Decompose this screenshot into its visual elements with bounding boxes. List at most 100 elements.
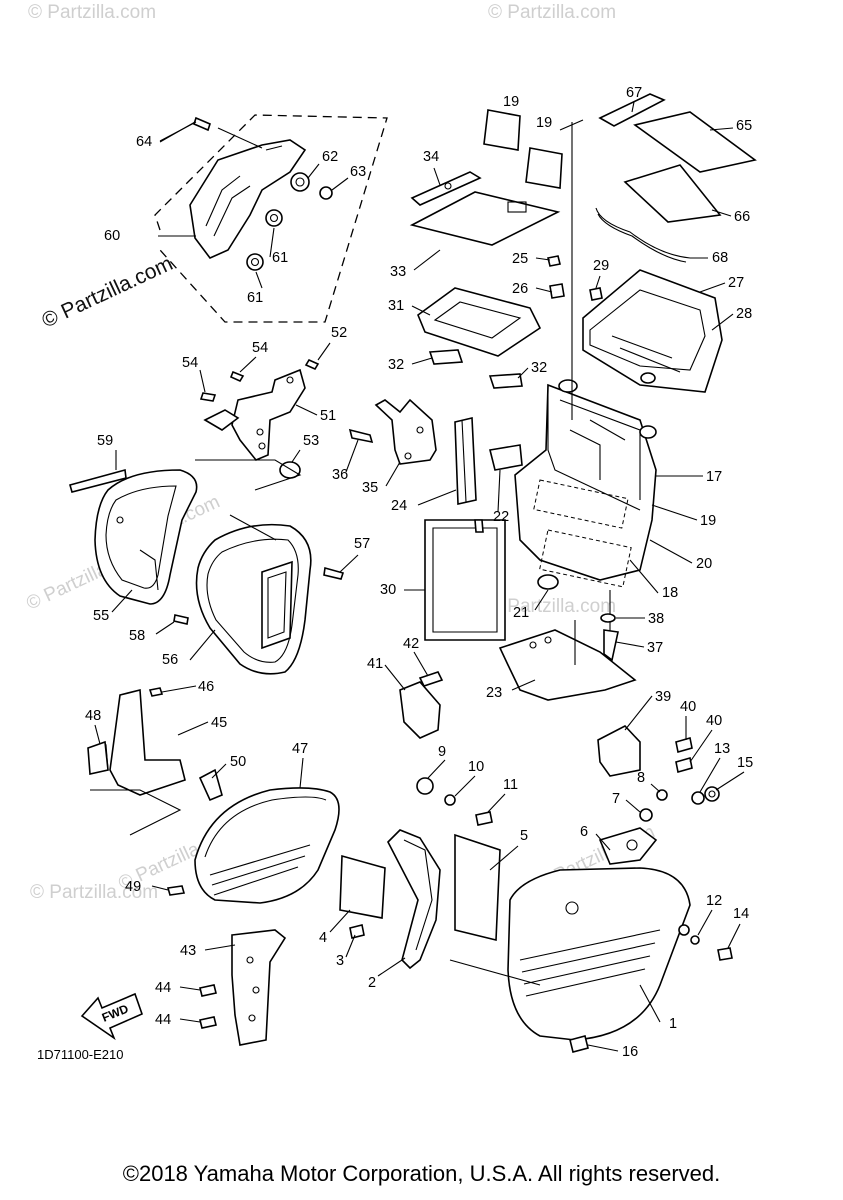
callout-31: 31 — [388, 298, 404, 314]
callout-56: 56 — [162, 652, 178, 668]
callout-48: 48 — [85, 708, 101, 724]
callout-7: 7 — [612, 791, 620, 807]
callout-59: 59 — [97, 433, 113, 449]
callout-20: 20 — [696, 556, 712, 572]
callout-26: 26 — [512, 281, 528, 297]
callout-35: 35 — [362, 480, 378, 496]
callout-61b: 61 — [247, 290, 263, 306]
callout-5: 5 — [520, 828, 528, 844]
callout-52: 52 — [331, 325, 347, 341]
callout-44b: 44 — [155, 1012, 171, 1028]
watermark: © Partzilla.com — [28, 2, 156, 23]
callout-27: 27 — [728, 275, 744, 291]
callout-68: 68 — [712, 250, 728, 266]
callout-3: 3 — [336, 953, 344, 969]
diagram-code: 1D71100-E210 — [37, 1047, 124, 1062]
bracket-41 — [399, 671, 444, 739]
callout-64: 64 — [136, 134, 152, 150]
callout-9: 9 — [438, 744, 446, 760]
watermark: © Partzilla.com — [30, 882, 158, 903]
mounting-plate-43 — [199, 929, 287, 1046]
callout-61a: 61 — [272, 250, 288, 266]
callout-49: 49 — [125, 879, 141, 895]
callout-66: 66 — [734, 209, 750, 225]
callout-50: 50 — [230, 754, 246, 770]
callout-13: 13 — [714, 741, 730, 757]
callout-22: 22 — [493, 509, 509, 525]
callout-38: 38 — [648, 611, 664, 627]
callout-53: 53 — [303, 433, 319, 449]
callout-46: 46 — [198, 679, 214, 695]
tool-tray-group — [547, 93, 757, 393]
side-cover-55 — [69, 468, 198, 605]
rear-cover-group — [154, 114, 388, 323]
callout-30: 30 — [380, 582, 396, 598]
side-cover-47 — [166, 787, 340, 904]
callout-19c: 19 — [700, 513, 716, 529]
callout-36: 36 — [332, 467, 348, 483]
callout-54a: 54 — [182, 355, 198, 371]
bracket-group-45 — [87, 687, 223, 836]
leader-lines — [94, 101, 745, 1052]
callout-21: 21 — [513, 605, 529, 621]
callout-28: 28 — [736, 306, 752, 322]
callout-63: 63 — [350, 164, 366, 180]
callout-32b: 32 — [531, 360, 547, 376]
callout-6: 6 — [580, 824, 588, 840]
callout-58: 58 — [129, 628, 145, 644]
callout-45: 45 — [211, 715, 227, 731]
callout-17: 17 — [706, 469, 722, 485]
copyright-notice: ©2018 Yamaha Motor Corporation, U.S.A. A… — [122, 1161, 721, 1186]
side-cover-56 — [173, 514, 345, 675]
callout-67: 67 — [626, 85, 642, 101]
callout-29: 29 — [593, 258, 609, 274]
callout-57: 57 — [354, 536, 370, 552]
callout-62: 62 — [322, 149, 338, 165]
callout-labels: 1 2 3 4 5 6 7 8 9 10 11 12 13 14 15 16 1… — [85, 85, 753, 1060]
callout-65: 65 — [736, 118, 752, 134]
callout-8: 8 — [637, 770, 645, 786]
callout-14: 14 — [733, 906, 749, 922]
callout-34: 34 — [423, 149, 439, 165]
watermark-main: © Partzilla.com — [38, 252, 176, 333]
bracket-35 — [348, 398, 437, 465]
callout-19b: 19 — [536, 115, 552, 131]
callout-43: 43 — [180, 943, 196, 959]
callout-39: 39 — [655, 689, 671, 705]
callout-23: 23 — [486, 685, 502, 701]
callout-15: 15 — [737, 755, 753, 771]
callout-19a: 19 — [503, 94, 519, 110]
fwd-arrow: FWD — [80, 992, 144, 1041]
callout-16: 16 — [622, 1044, 638, 1060]
callout-40b: 40 — [706, 713, 722, 729]
battery-box-group — [424, 379, 657, 701]
callout-12: 12 — [706, 893, 722, 909]
callout-60: 60 — [104, 228, 120, 244]
bracket-group-51 — [195, 358, 320, 491]
callout-4: 4 — [319, 930, 327, 946]
watermark: © Partzilla.com — [488, 596, 616, 617]
callout-40a: 40 — [680, 699, 696, 715]
watermark: © Partzilla.com — [488, 2, 616, 23]
callout-1: 1 — [669, 1016, 677, 1032]
callout-10: 10 — [468, 759, 484, 775]
callout-25: 25 — [512, 251, 528, 267]
callout-42: 42 — [403, 636, 419, 652]
callout-37: 37 — [647, 640, 663, 656]
callout-18: 18 — [662, 585, 678, 601]
callout-51: 51 — [320, 408, 336, 424]
main-cover-group — [339, 725, 733, 1053]
battery-lid-group — [409, 109, 584, 420]
callout-47: 47 — [292, 741, 308, 757]
callout-24: 24 — [391, 498, 407, 514]
callout-2: 2 — [368, 975, 376, 991]
callout-33: 33 — [390, 264, 406, 280]
callout-11: 11 — [503, 777, 518, 793]
callout-54b: 54 — [252, 340, 268, 356]
callout-44a: 44 — [155, 980, 171, 996]
callout-55: 55 — [93, 608, 109, 624]
callout-32a: 32 — [388, 357, 404, 373]
callout-41: 41 — [367, 656, 383, 672]
